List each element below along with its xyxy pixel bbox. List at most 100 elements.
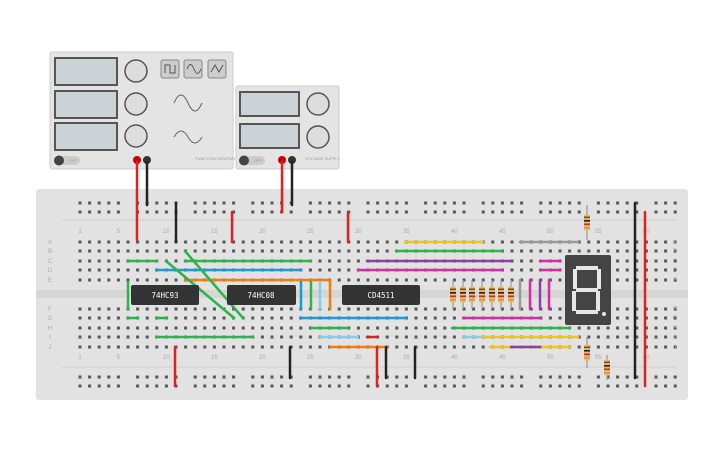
hole[interactable] bbox=[625, 249, 629, 253]
hole[interactable] bbox=[625, 326, 629, 330]
rail-hole[interactable] bbox=[366, 384, 370, 388]
rail-hole[interactable] bbox=[424, 201, 428, 205]
rail-hole[interactable] bbox=[462, 375, 466, 379]
hole[interactable] bbox=[328, 240, 332, 244]
hole[interactable] bbox=[414, 335, 418, 339]
hole[interactable] bbox=[673, 307, 677, 311]
rail-hole[interactable] bbox=[606, 210, 610, 214]
rail-hole[interactable] bbox=[164, 384, 168, 388]
rail-hole[interactable] bbox=[635, 201, 639, 205]
rail-hole[interactable] bbox=[395, 210, 399, 214]
hole[interactable] bbox=[155, 326, 159, 330]
rail-hole[interactable] bbox=[654, 210, 658, 214]
rail-hole[interactable] bbox=[500, 201, 504, 205]
hole[interactable] bbox=[616, 316, 620, 320]
rail-hole[interactable] bbox=[270, 201, 274, 205]
hole[interactable] bbox=[606, 249, 610, 253]
rail-hole[interactable] bbox=[308, 210, 312, 214]
hole[interactable] bbox=[337, 307, 341, 311]
hole[interactable] bbox=[462, 278, 466, 282]
rail-hole[interactable] bbox=[232, 210, 236, 214]
hole[interactable] bbox=[404, 335, 408, 339]
hole[interactable] bbox=[356, 259, 360, 263]
hole[interactable] bbox=[260, 326, 264, 330]
hole[interactable] bbox=[116, 307, 120, 311]
sine-wave-button[interactable] bbox=[183, 59, 203, 79]
hole[interactable] bbox=[299, 345, 303, 349]
rail-hole[interactable] bbox=[404, 210, 408, 214]
hole[interactable] bbox=[587, 326, 591, 330]
rail-hole[interactable] bbox=[664, 201, 668, 205]
hole[interactable] bbox=[78, 345, 82, 349]
rail-hole[interactable] bbox=[222, 375, 226, 379]
rail-hole[interactable] bbox=[97, 375, 101, 379]
hole[interactable] bbox=[251, 249, 255, 253]
rail-hole[interactable] bbox=[260, 210, 264, 214]
hole[interactable] bbox=[145, 326, 149, 330]
rail-hole[interactable] bbox=[88, 375, 92, 379]
hole[interactable] bbox=[184, 326, 188, 330]
hole[interactable] bbox=[107, 326, 111, 330]
hole[interactable] bbox=[433, 316, 437, 320]
rail-hole[interactable] bbox=[452, 375, 456, 379]
hole[interactable] bbox=[491, 278, 495, 282]
hole[interactable] bbox=[88, 316, 92, 320]
rail-hole[interactable] bbox=[155, 375, 159, 379]
hole[interactable] bbox=[280, 345, 284, 349]
hole[interactable] bbox=[616, 240, 620, 244]
hole[interactable] bbox=[203, 307, 207, 311]
square-wave-button[interactable] bbox=[160, 59, 180, 79]
rail-hole[interactable] bbox=[568, 384, 572, 388]
hole[interactable] bbox=[78, 307, 82, 311]
rail-hole[interactable] bbox=[337, 201, 341, 205]
hole[interactable] bbox=[510, 307, 514, 311]
hole[interactable] bbox=[280, 240, 284, 244]
rail-hole[interactable] bbox=[318, 201, 322, 205]
hole[interactable] bbox=[251, 326, 255, 330]
rail-hole[interactable] bbox=[558, 375, 562, 379]
hole[interactable] bbox=[232, 345, 236, 349]
rail-hole[interactable] bbox=[664, 210, 668, 214]
rail-hole[interactable] bbox=[116, 201, 120, 205]
hole[interactable] bbox=[596, 326, 600, 330]
hole[interactable] bbox=[222, 326, 226, 330]
rail-hole[interactable] bbox=[491, 210, 495, 214]
hole[interactable] bbox=[616, 259, 620, 263]
hole[interactable] bbox=[673, 316, 677, 320]
hole[interactable] bbox=[347, 307, 351, 311]
hole[interactable] bbox=[212, 307, 216, 311]
rail-hole[interactable] bbox=[548, 210, 552, 214]
rail-hole[interactable] bbox=[452, 201, 456, 205]
hole[interactable] bbox=[404, 278, 408, 282]
hole[interactable] bbox=[644, 326, 648, 330]
hole[interactable] bbox=[78, 259, 82, 263]
amplitude-knob[interactable] bbox=[124, 92, 148, 116]
hole[interactable] bbox=[433, 335, 437, 339]
hole[interactable] bbox=[510, 268, 514, 272]
hole[interactable] bbox=[116, 345, 120, 349]
hole[interactable] bbox=[395, 278, 399, 282]
rail-hole[interactable] bbox=[347, 201, 351, 205]
rail-hole[interactable] bbox=[404, 384, 408, 388]
resistor[interactable] bbox=[450, 280, 456, 309]
rail-hole[interactable] bbox=[203, 375, 207, 379]
resistor[interactable] bbox=[584, 205, 590, 240]
hole[interactable] bbox=[88, 307, 92, 311]
hole[interactable] bbox=[443, 307, 447, 311]
hole[interactable] bbox=[174, 249, 178, 253]
hole[interactable] bbox=[635, 307, 639, 311]
hole[interactable] bbox=[126, 249, 130, 253]
hole[interactable] bbox=[424, 335, 428, 339]
hole[interactable] bbox=[337, 278, 341, 282]
hole[interactable] bbox=[625, 316, 629, 320]
hole[interactable] bbox=[500, 278, 504, 282]
hole[interactable] bbox=[520, 278, 524, 282]
hole[interactable] bbox=[433, 326, 437, 330]
rail-hole[interactable] bbox=[260, 384, 264, 388]
hole[interactable] bbox=[376, 249, 380, 253]
hole[interactable] bbox=[136, 268, 140, 272]
rail-hole[interactable] bbox=[203, 384, 207, 388]
hole[interactable] bbox=[116, 326, 120, 330]
rail-hole[interactable] bbox=[107, 375, 111, 379]
hole[interactable] bbox=[78, 316, 82, 320]
